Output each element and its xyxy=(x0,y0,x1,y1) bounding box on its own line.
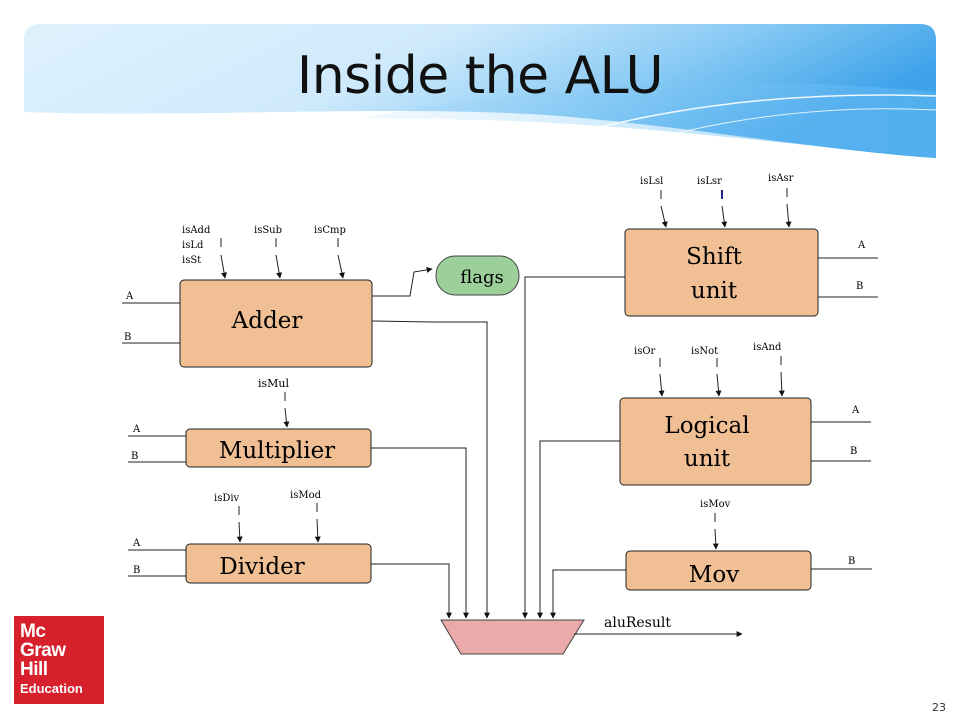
shift-label-line1: Shift xyxy=(686,244,742,270)
logo-line-1: Mc xyxy=(20,621,46,642)
multiplier-to-mux-wire xyxy=(371,447,469,619)
signal-isor: isOr xyxy=(634,346,656,357)
shift-to-mux-wire xyxy=(522,276,625,619)
header-banner xyxy=(24,24,937,161)
divider-to-mux-wire xyxy=(371,563,452,619)
logo-line-3: Hill xyxy=(20,659,48,680)
signal-islsl-arrow xyxy=(660,205,668,228)
mov-unit: Mov xyxy=(625,550,812,591)
mov-label: Mov xyxy=(689,562,739,588)
multiplier-unit: Multiplier xyxy=(185,428,372,468)
signal-ismod: isMod xyxy=(290,490,322,501)
adder-input-b-label: B xyxy=(124,332,131,343)
logical-input-a-label: A xyxy=(851,405,860,416)
logo-line-2: Graw xyxy=(20,640,66,661)
signal-issub: isSub xyxy=(254,225,282,236)
shift-input-b-label: B xyxy=(856,281,863,292)
page-number: 23 xyxy=(932,701,946,714)
adder-to-flags-arrow xyxy=(372,266,433,297)
divider-input-a-label: A xyxy=(132,538,141,549)
signal-islsr-arrow xyxy=(721,205,728,228)
divider-label: Divider xyxy=(219,554,304,580)
signal-isld: isLd xyxy=(182,240,204,251)
mov-to-mux-wire xyxy=(550,569,626,619)
signal-isnot: isNot xyxy=(691,346,718,357)
adder-unit: Adder xyxy=(179,279,373,368)
signal-isadd: isAdd xyxy=(182,225,211,236)
multiplier-input-b-label: B xyxy=(131,451,138,462)
mov-input-b-label: B xyxy=(848,556,855,567)
signal-isasr-arrow xyxy=(785,203,792,228)
signal-isadd-arrow xyxy=(220,254,228,279)
divider-input-b-label: B xyxy=(133,565,140,576)
signal-issub-arrow xyxy=(275,254,283,279)
logical-label-line1: Logical xyxy=(664,413,749,439)
shift-unit: Shift unit xyxy=(624,228,819,317)
signal-ismod-arrow xyxy=(314,518,321,543)
adder-label: Adder xyxy=(231,308,303,334)
signal-isasr: isAsr xyxy=(768,173,794,184)
mcgraw-hill-logo: Mc Graw Hill Education xyxy=(14,616,104,704)
signal-islsl: isLsl xyxy=(640,176,663,187)
shift-input-a-label: A xyxy=(857,240,866,251)
logical-to-mux-wire xyxy=(537,440,620,619)
signal-islsr: isLsr xyxy=(697,176,722,187)
logical-label-line2: unit xyxy=(684,446,731,472)
signal-iscmp-arrow xyxy=(337,254,345,279)
signal-ismov-arrow xyxy=(712,528,719,550)
adder-input-a-label: A xyxy=(125,291,134,302)
logical-unit: Logical unit xyxy=(619,397,812,486)
signal-isst: isSt xyxy=(182,255,201,266)
flags-node: flags xyxy=(435,255,520,296)
signal-isand-arrow xyxy=(778,371,785,397)
signal-isnot-arrow xyxy=(715,373,722,397)
logical-input-b-label: B xyxy=(850,446,857,457)
flags-label: flags xyxy=(460,267,504,288)
signal-ismul-arrow xyxy=(283,407,290,428)
shift-label-line2: unit xyxy=(691,278,738,304)
slide-title: Inside the ALU xyxy=(296,46,664,106)
signal-isand: isAnd xyxy=(753,342,782,353)
alu-result-label: aluResult xyxy=(604,615,671,631)
logo-line-4: Education xyxy=(20,681,83,696)
multiplier-input-a-label: A xyxy=(132,424,141,435)
signal-iscmp: isCmp xyxy=(314,225,346,236)
signal-ismul: isMul xyxy=(258,377,290,390)
signal-ismov: isMov xyxy=(700,499,731,510)
divider-unit: Divider xyxy=(185,543,372,584)
signal-isor-arrow xyxy=(658,373,665,397)
signal-isdiv: isDiv xyxy=(214,493,240,504)
result-multiplexer xyxy=(440,619,585,655)
signal-isdiv-arrow xyxy=(236,521,243,543)
multiplier-label: Multiplier xyxy=(219,438,335,464)
adder-to-mux-wire xyxy=(371,320,490,619)
